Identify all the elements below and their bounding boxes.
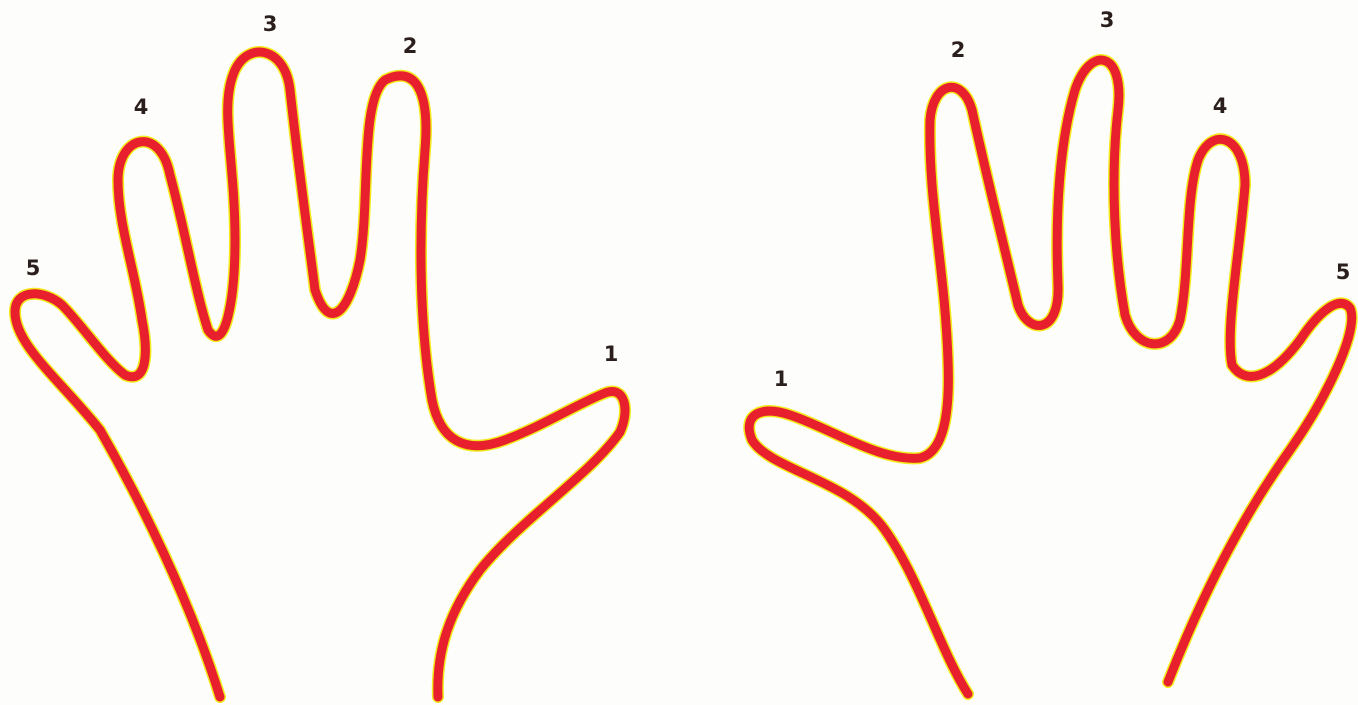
right-hand: 1 2 3 4 5	[749, 8, 1352, 694]
right-middle-finger-label: 3	[1100, 8, 1115, 32]
left-hand: 5 4 3 2 1	[15, 12, 625, 697]
left-little-finger-label: 5	[26, 256, 41, 280]
right-ring-finger-label: 4	[1213, 94, 1228, 118]
left-hand-outline	[15, 52, 625, 697]
left-thumb-label: 1	[604, 342, 619, 366]
right-little-finger-label: 5	[1336, 260, 1351, 284]
left-middle-finger-label: 3	[263, 12, 278, 36]
left-ring-finger-label: 4	[134, 95, 149, 119]
right-index-finger-label: 2	[951, 38, 966, 62]
left-hand-edge	[15, 52, 625, 697]
right-hand-outline	[749, 60, 1352, 694]
right-thumb-label: 1	[774, 367, 789, 391]
left-index-finger-label: 2	[403, 34, 418, 58]
